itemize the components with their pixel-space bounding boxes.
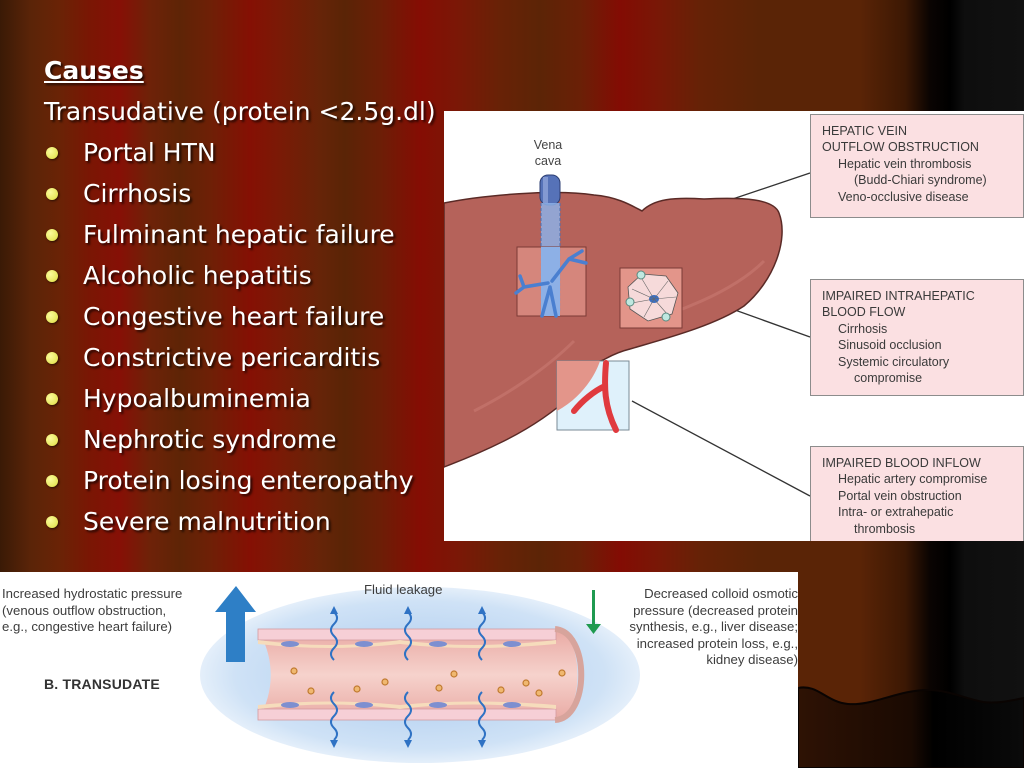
list-item: Fulminant hepatic failure bbox=[44, 214, 436, 255]
bullet-icon bbox=[46, 188, 58, 200]
bullet-icon bbox=[46, 475, 58, 487]
list-item: Alcoholic hepatitis bbox=[44, 255, 436, 296]
list-item: Severe malnutrition bbox=[44, 501, 436, 542]
vena-cava-label: Vena cava bbox=[533, 138, 563, 168]
list-item: Nephrotic syndrome bbox=[44, 419, 436, 460]
transudate-diagram: Increased hydrostatic pressure (venous o… bbox=[0, 572, 798, 768]
bullet-icon bbox=[46, 393, 58, 405]
list-item: Congestive heart failure bbox=[44, 296, 436, 337]
list-item: Constrictive pericarditis bbox=[44, 337, 436, 378]
bullet-icon bbox=[46, 311, 58, 323]
causes-list: Portal HTN Cirrhosis Fulminant hepatic f… bbox=[44, 132, 436, 542]
transudate-panel-label: B. TRANSUDATE bbox=[44, 676, 160, 692]
bullet-icon bbox=[46, 516, 58, 528]
slide-text-block: Causes Transudative (protein <2.5g.dl) P… bbox=[44, 50, 436, 542]
fluid-leakage-label: Fluid leakage bbox=[364, 582, 443, 597]
bullet-icon bbox=[46, 229, 58, 241]
colloid-osmotic-text: Decreased colloid osmotic pressure (decr… bbox=[629, 586, 798, 667]
up-arrow-icon bbox=[215, 586, 256, 662]
bullet-icon bbox=[46, 434, 58, 446]
callout-intrahepatic-flow: IMPAIRED INTRAHEPATIC BLOOD FLOW Cirrhos… bbox=[810, 279, 1024, 396]
liver-illustration bbox=[444, 172, 811, 497]
list-item: Hypoalbuminemia bbox=[44, 378, 436, 419]
callout-hepatic-vein-outflow: HEPATIC VEIN OUTFLOW OBSTRUCTION Hepatic… bbox=[810, 114, 1024, 218]
stage-floor-decoration bbox=[798, 686, 1024, 768]
down-arrow-icon bbox=[586, 624, 601, 634]
slide-subheading: Transudative (protein <2.5g.dl) bbox=[44, 97, 436, 126]
liver-diagram: Vena cava HEPATIC VEIN OUTFLOW OBSTRUCTI… bbox=[444, 111, 1024, 541]
bullet-icon bbox=[46, 270, 58, 282]
callout-blood-inflow: IMPAIRED BLOOD INFLOW Hepatic artery com… bbox=[810, 446, 1024, 541]
slide-heading: Causes bbox=[44, 56, 144, 85]
list-item: Portal HTN bbox=[44, 132, 436, 173]
bullet-icon bbox=[46, 147, 58, 159]
list-item: Cirrhosis bbox=[44, 173, 436, 214]
bullet-icon bbox=[46, 352, 58, 364]
list-item: Protein losing enteropathy bbox=[44, 460, 436, 501]
vessel-illustration bbox=[200, 586, 640, 763]
hydrostatic-pressure-text: Increased hydrostatic pressure (venous o… bbox=[2, 586, 183, 634]
